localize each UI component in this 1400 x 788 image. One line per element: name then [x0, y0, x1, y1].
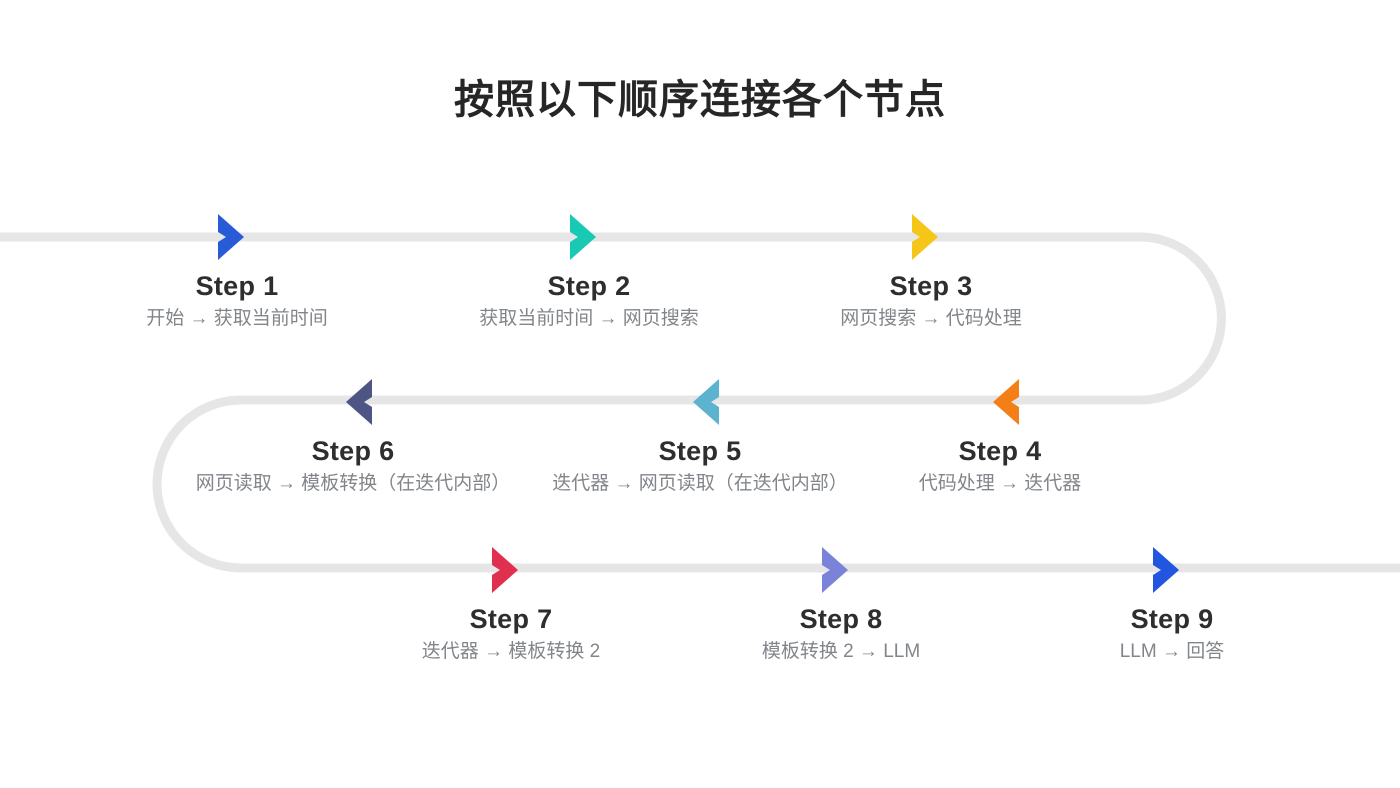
chevron-right-icon [671, 542, 1011, 598]
step-caption: 开始 → 获取当前时间 [146, 308, 328, 330]
step-caption: 网页读取 → 模板转换（在迭代内部） [195, 473, 511, 495]
step-caption: 获取当前时间 → 网页搜索 [479, 308, 699, 330]
step-node-7[interactable]: Step 7 迭代器 → 模板转换 2 [341, 542, 681, 665]
step-caption: LLM → 回答 [1119, 641, 1225, 663]
step-label: Step 7 [469, 604, 553, 634]
chevron-right-icon [761, 209, 1101, 265]
step-label: Step 9 [1130, 604, 1214, 634]
step-node-4[interactable]: Step 4 代码处理 → 迭代器 [830, 374, 1170, 497]
step-node-1[interactable]: Step 1 开始 → 获取当前时间 [67, 209, 407, 332]
step-caption: 代码处理 → 迭代器 [918, 473, 1082, 495]
chevron-right-icon [1002, 542, 1342, 598]
chevron-left-icon [183, 374, 523, 430]
step-node-5[interactable]: Step 5 迭代器 → 网页读取（在迭代内部） [530, 374, 870, 497]
step-label: Step 3 [889, 271, 973, 301]
step-label: Step 4 [958, 436, 1042, 466]
step-label: Step 5 [658, 436, 742, 466]
step-caption: 模板转换 2 → LLM [761, 641, 921, 663]
step-label: Step 2 [547, 271, 631, 301]
chevron-left-icon [830, 374, 1170, 430]
chevron-right-icon [341, 542, 681, 598]
chevron-left-icon [530, 374, 870, 430]
step-label: Step 8 [799, 604, 883, 634]
step-node-8[interactable]: Step 8 模板转换 2 → LLM [671, 542, 1011, 665]
step-node-3[interactable]: Step 3 网页搜索 → 代码处理 [761, 209, 1101, 332]
step-caption: 迭代器 → 网页读取（在迭代内部） [552, 473, 848, 495]
step-label: Step 1 [195, 271, 279, 301]
chevron-right-icon [419, 209, 759, 265]
step-node-2[interactable]: Step 2 获取当前时间 → 网页搜索 [419, 209, 759, 332]
step-node-9[interactable]: Step 9 LLM → 回答 [1002, 542, 1342, 665]
step-node-6[interactable]: Step 6 网页读取 → 模板转换（在迭代内部） [183, 374, 523, 497]
step-caption: 网页搜索 → 代码处理 [840, 308, 1022, 330]
chevron-right-icon [67, 209, 407, 265]
step-caption: 迭代器 → 模板转换 2 [421, 641, 601, 663]
page-title: 按照以下顺序连接各个节点 [454, 78, 946, 122]
step-label: Step 6 [311, 436, 395, 466]
